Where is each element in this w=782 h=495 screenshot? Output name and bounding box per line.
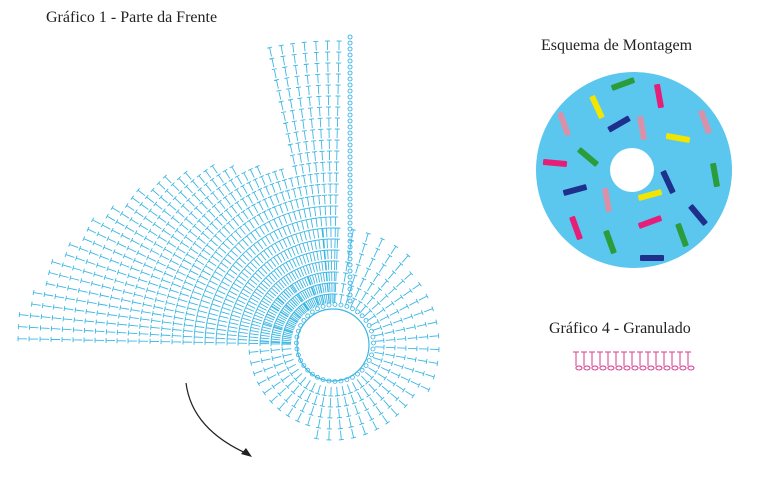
sprinkle-5 <box>637 115 647 141</box>
sprinkle-2 <box>654 83 664 109</box>
sprinkle-3 <box>589 95 605 119</box>
granulado-stitch-marks <box>573 351 695 371</box>
arrow-head <box>241 448 252 457</box>
sprinkle-9 <box>542 159 568 167</box>
sprinkle-7 <box>665 133 691 143</box>
chain-column-marks <box>347 34 353 304</box>
sprinkle-21 <box>640 255 664 261</box>
sprinkle-15 <box>660 170 676 194</box>
donut-hole <box>610 148 654 192</box>
chart4-title: Gráfico 4 - Granulado <box>549 320 691 337</box>
fan-stitch-marks <box>17 40 440 441</box>
ring-chain-marks <box>294 302 376 384</box>
chart4-granulado-stitches <box>573 351 695 371</box>
sprinkle-6 <box>557 111 571 137</box>
arrow-curve <box>185 382 251 456</box>
sprinkle-18 <box>688 204 708 226</box>
chart1-center-ring <box>294 302 376 384</box>
sprinkle-11 <box>710 162 720 188</box>
sprinkle-13 <box>602 187 612 213</box>
sprinkle-12 <box>562 184 588 196</box>
chart1-title: Gráfico 1 - Parte da Frente <box>46 9 218 26</box>
sprinkle-14 <box>637 189 663 201</box>
assembly-donut <box>536 72 732 268</box>
sprinkle-4 <box>607 115 631 133</box>
sprinkle-1 <box>610 77 636 91</box>
sprinkle-17 <box>637 215 663 229</box>
sprinkle-10 <box>577 147 599 167</box>
sprinkle-16 <box>569 215 583 241</box>
assembly-title: Esquema de Montagem <box>541 37 693 54</box>
chart1-fan-stitches <box>17 34 440 441</box>
sprinkle-19 <box>603 229 617 255</box>
sprinkle-8 <box>698 109 712 135</box>
ring-inner-circle <box>296 308 370 382</box>
sprinkle-20 <box>675 222 689 248</box>
direction-arrow <box>185 382 252 457</box>
